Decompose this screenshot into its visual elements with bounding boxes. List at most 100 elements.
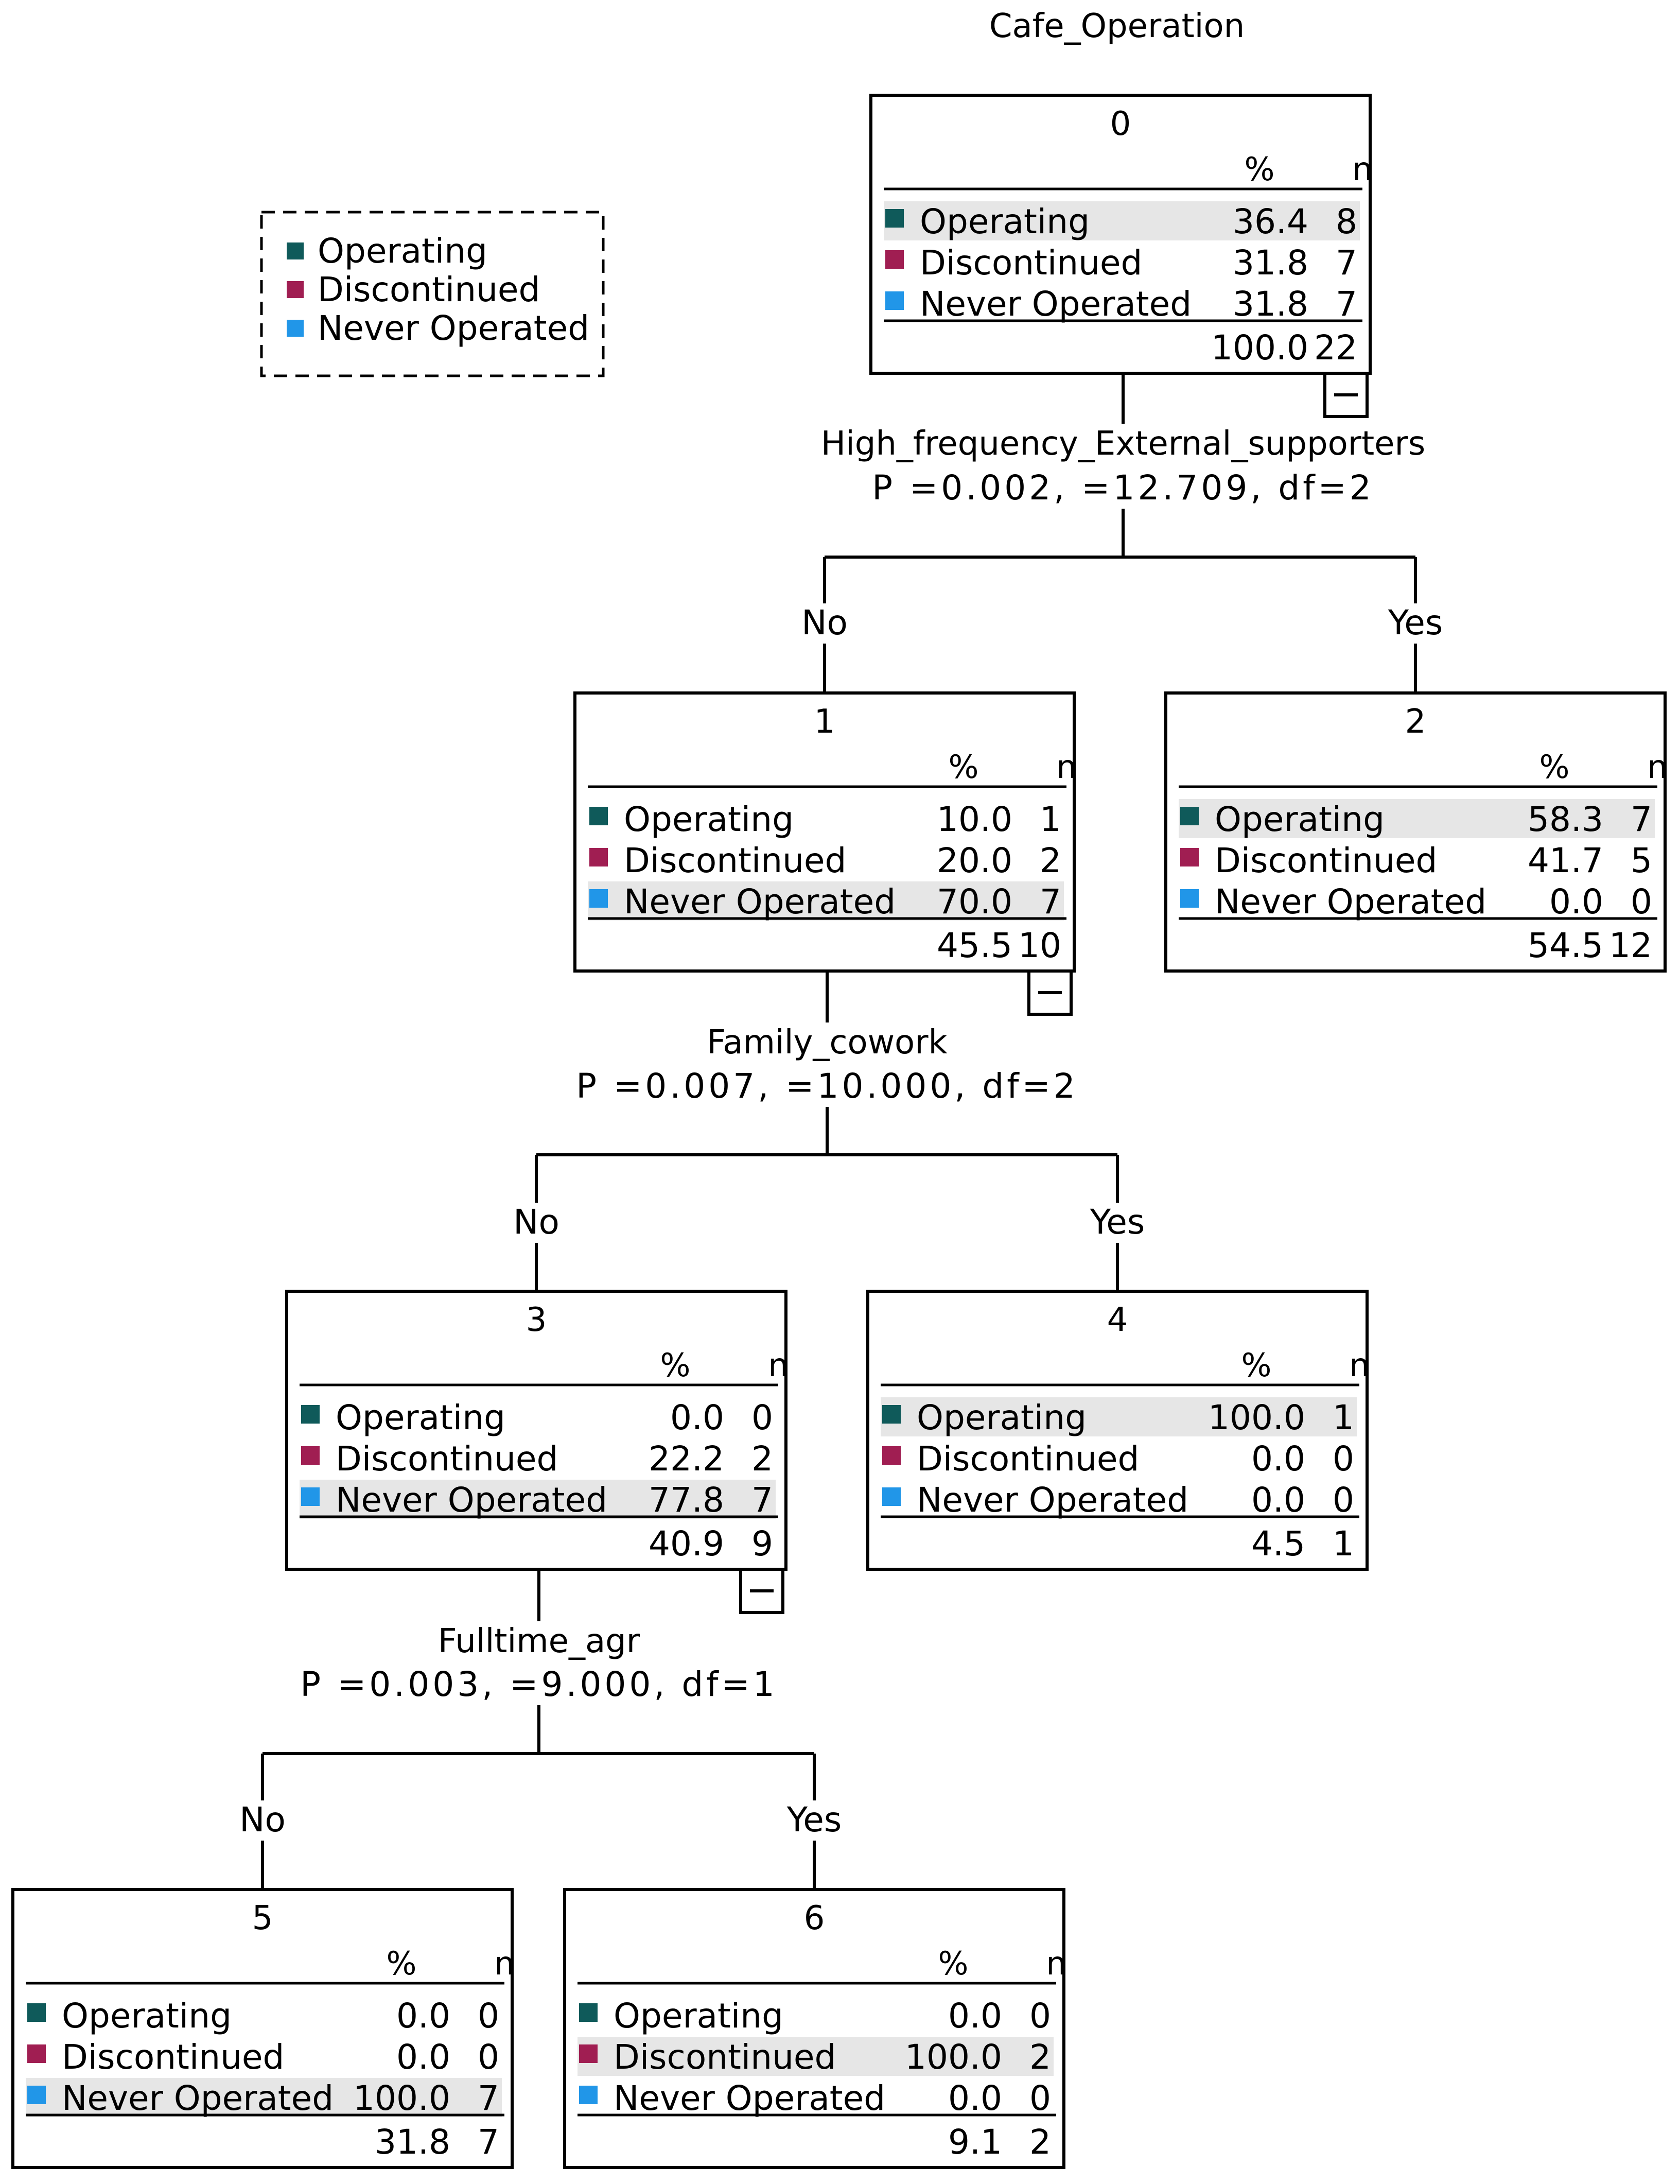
split-variable-3: Fulltime_agr (438, 1622, 640, 1660)
row-highlight (300, 1480, 776, 1519)
split-stat-3: P =0.003, =9.000, df=1 (300, 1665, 778, 1704)
total-n: 10 (1018, 926, 1061, 965)
node-box (563, 1888, 1065, 2169)
category-label: Operating (624, 800, 794, 839)
category-label: Never Operated (336, 1480, 607, 1520)
connectors (261, 373, 1417, 1890)
branch-label-4: Yes (1090, 1202, 1145, 1242)
node-id: 6 (804, 1899, 825, 1937)
category-swatch (1180, 807, 1199, 825)
node-id: 1 (814, 703, 835, 741)
total-pct: 9.1 (948, 2122, 1002, 2162)
category-pct: 77.8 (649, 1480, 724, 1520)
collapse-toggle[interactable] (739, 1568, 784, 1614)
category-pct: 58.3 (1528, 800, 1603, 839)
category-label: Never Operated (624, 882, 896, 922)
total-pct: 54.5 (1528, 926, 1603, 965)
category-label: Discontinued (336, 1439, 558, 1479)
category-label: Operating (1215, 800, 1385, 839)
tree-title: Cafe_Operation (989, 7, 1245, 45)
category-n: 5 (1631, 841, 1652, 880)
column-header-pct: % (1245, 150, 1275, 188)
category-swatch (301, 1487, 320, 1506)
legend-label-discontinued: Discontinued (318, 270, 540, 309)
collapse-toggle[interactable] (1027, 969, 1073, 1016)
category-n: 7 (1040, 882, 1061, 922)
node-box (573, 691, 1076, 973)
category-swatch (1180, 848, 1199, 866)
category-swatch (589, 889, 608, 908)
category-swatch (885, 209, 904, 228)
category-n: 1 (1040, 800, 1061, 839)
column-header-pct: % (1241, 1346, 1272, 1384)
total-n: 1 (1333, 1524, 1354, 1564)
column-header-pct: % (938, 1945, 969, 1982)
category-n: 7 (751, 1480, 773, 1520)
column-header-pct: % (660, 1346, 691, 1384)
legend-swatch-discontinued (287, 281, 304, 298)
category-n: 1 (1333, 1398, 1354, 1437)
category-swatch (579, 2086, 598, 2104)
node-id: 2 (1405, 703, 1426, 741)
category-swatch (579, 2003, 598, 2022)
collapse-toggle[interactable] (1323, 372, 1369, 418)
row-highlight (884, 201, 1360, 240)
branch-label-2: Yes (1388, 603, 1443, 643)
legend: Operating Discontinued Never Operated (260, 211, 605, 377)
category-label: Discontinued (614, 2037, 836, 2077)
node-box (285, 1290, 787, 1571)
category-pct: 100.0 (905, 2037, 1002, 2077)
category-label: Operating (62, 1996, 232, 2036)
row-highlight (26, 2078, 502, 2117)
category-swatch (301, 1405, 320, 1424)
total-n: 2 (1029, 2122, 1051, 2162)
node-id: 0 (1110, 105, 1131, 143)
category-pct: 0.0 (948, 2078, 1002, 2118)
category-label: Operating (917, 1398, 1087, 1437)
category-swatch (579, 2044, 598, 2063)
column-header-n: n (1056, 748, 1076, 786)
column-header-pct: % (949, 748, 979, 786)
category-label: Never Operated (62, 2078, 334, 2118)
legend-swatch-never-operated (287, 320, 304, 337)
category-label: Discontinued (62, 2037, 284, 2077)
node-box (11, 1888, 514, 2169)
total-pct: 100.0 (1211, 328, 1308, 368)
total-pct: 40.9 (649, 1524, 724, 1564)
category-pct: 100.0 (353, 2078, 450, 2118)
row-highlight (588, 881, 1064, 921)
legend-frame (260, 211, 605, 377)
total-pct: 4.5 (1251, 1524, 1305, 1564)
column-header-pct: % (387, 1945, 417, 1982)
category-pct: 0.0 (396, 2037, 450, 2077)
category-pct: 0.0 (396, 1996, 450, 2036)
split-stat-0: P =0.002, =12.709, df=2 (872, 468, 1374, 508)
category-pct: 70.0 (937, 882, 1012, 922)
column-header-n: n (768, 1346, 788, 1384)
category-n: 2 (1029, 2037, 1051, 2077)
category-n: 7 (1336, 243, 1357, 283)
total-n: 22 (1314, 328, 1357, 368)
category-swatch (882, 1405, 901, 1424)
category-n: 2 (751, 1439, 773, 1479)
legend-label-operating: Operating (318, 231, 487, 271)
category-label: Never Operated (1215, 882, 1486, 922)
category-pct: 20.0 (937, 841, 1012, 880)
column-header-n: n (1046, 1945, 1066, 1982)
column-header-n: n (1352, 150, 1372, 188)
category-swatch (1180, 889, 1199, 908)
category-n: 0 (1333, 1439, 1354, 1479)
category-n: 7 (1336, 284, 1357, 324)
category-label: Operating (920, 202, 1090, 241)
split-variable-0: High_frequency_External_supporters (821, 425, 1425, 463)
node-id: 5 (252, 1899, 273, 1937)
